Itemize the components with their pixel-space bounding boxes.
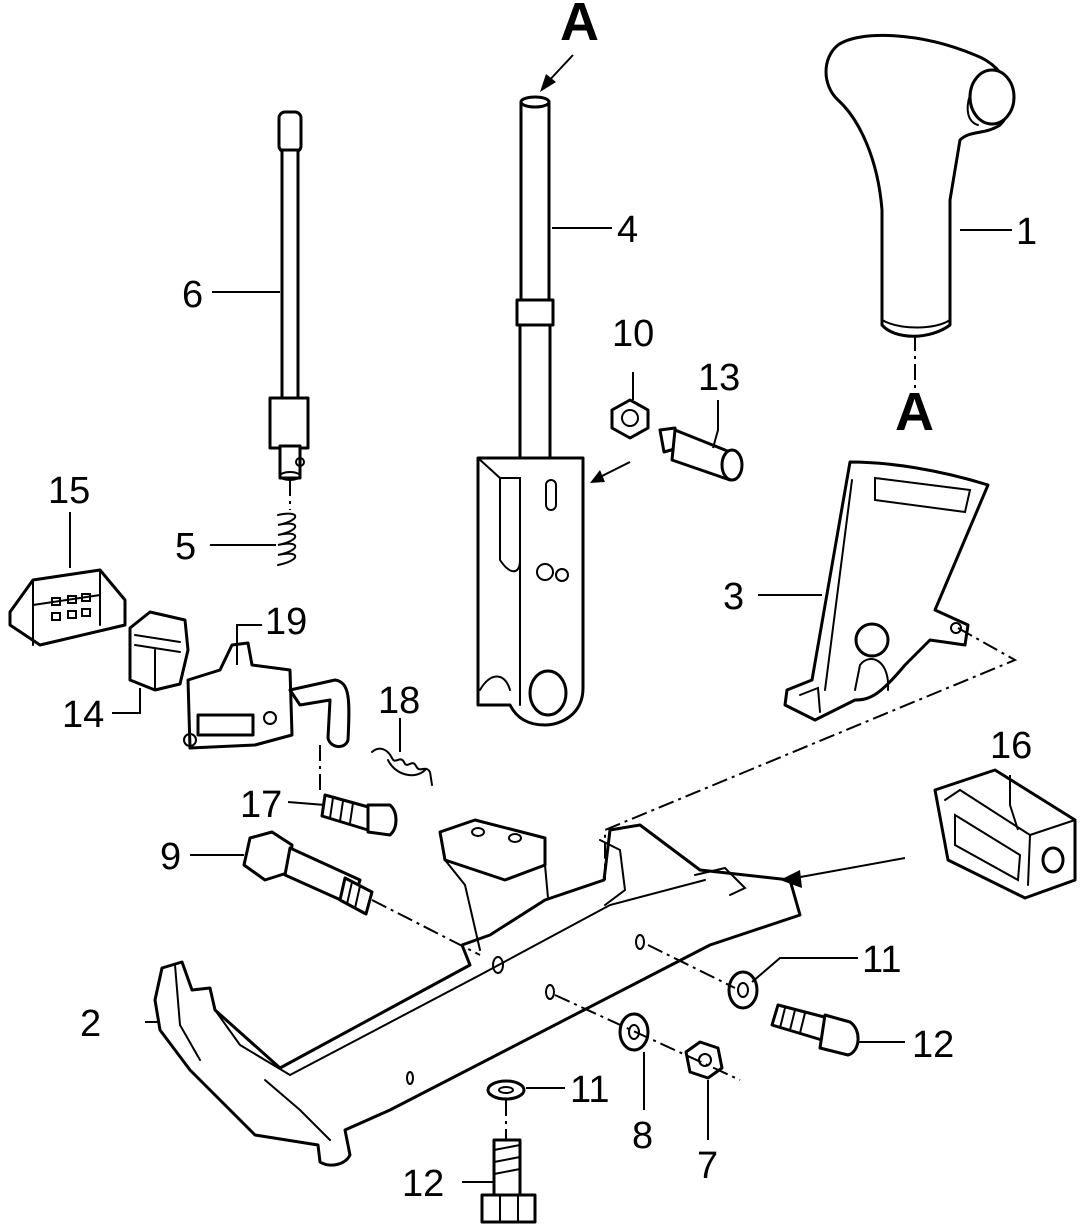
part-16-cover [933, 768, 1077, 900]
part-6-push-rod [268, 110, 310, 481]
part-2-bracket [153, 818, 802, 1167]
callout-5: 5 [175, 526, 196, 568]
callout-17: 17 [240, 784, 282, 826]
arrow-to-lever-slot [590, 470, 605, 483]
callout-16: 16 [990, 725, 1032, 767]
callout-19: 19 [265, 601, 307, 643]
part-9-long-bolt [242, 830, 374, 916]
callout-3: 3 [723, 576, 744, 618]
part-11-washer-lower [486, 1079, 526, 1101]
callout-18: 18 [378, 680, 420, 722]
part-12-bolt-vertical [480, 1138, 537, 1224]
marker-a-top: A [560, 0, 599, 52]
part-13-pin [658, 426, 744, 482]
leader-lines [69, 227, 1019, 1183]
part-10-nut [610, 398, 650, 440]
part-4-selector-lever [476, 95, 585, 727]
arrow-to-bracket [780, 870, 802, 888]
callout-12-right: 12 [912, 1024, 954, 1066]
callout-1: 1 [1016, 211, 1037, 253]
callout-12-bottom: 12 [402, 1163, 444, 1205]
marker-a-right: A [895, 382, 934, 442]
callout-11-lower: 11 [570, 1069, 609, 1111]
callout-10: 10 [612, 313, 654, 355]
callout-13: 13 [698, 357, 740, 399]
part-15-switch-block [8, 568, 127, 647]
arrow-to-lever-top [540, 74, 556, 92]
part-1-gear-knob [824, 33, 1016, 338]
direction-arrows [540, 54, 906, 888]
part-7-nut [684, 1040, 724, 1080]
part-19-detent-bracket [183, 641, 351, 750]
part-17-bolt [320, 793, 398, 837]
callout-7: 7 [697, 1145, 718, 1187]
callout-4: 4 [617, 209, 638, 251]
callout-11-upper: 11 [862, 939, 901, 981]
part-5-spring [277, 512, 297, 566]
assembly-lines [289, 335, 1018, 1140]
callout-9: 9 [160, 836, 181, 878]
part-12-bolt-horizontal [770, 1003, 860, 1057]
callout-6: 6 [182, 274, 203, 316]
callout-2: 2 [80, 1003, 101, 1045]
part-14-switch-cap [128, 610, 190, 692]
callout-15: 15 [48, 470, 90, 512]
callout-14: 14 [62, 694, 104, 736]
callout-8: 8 [632, 1115, 653, 1157]
part-18-small-spring [371, 747, 433, 786]
part-3-gate-plate [783, 460, 990, 722]
part-11-washer-upper [727, 970, 759, 1010]
